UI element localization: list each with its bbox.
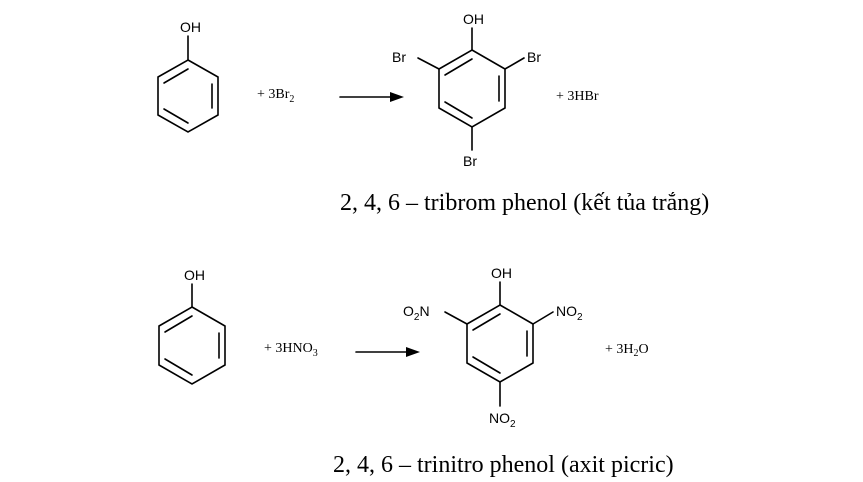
oh-label: OH xyxy=(463,11,484,27)
br-label-bottom: Br xyxy=(463,153,477,169)
o-subscript: 2 xyxy=(414,312,420,323)
no-atoms: NO xyxy=(556,303,577,319)
phenol-reactant-1: OH xyxy=(157,19,219,133)
reagent-subscript: 3 xyxy=(313,348,318,359)
oh-label: OH xyxy=(491,265,512,281)
benzene-ring xyxy=(438,49,506,128)
oh-label: OH xyxy=(184,267,205,283)
c-no2-bond-left xyxy=(444,311,468,325)
reaction-arrow-1 xyxy=(339,92,404,102)
no2-subscript: 2 xyxy=(577,312,583,323)
reaction-arrow-2 xyxy=(355,347,420,357)
ring-inner-bond xyxy=(472,313,501,331)
br-label-right: Br xyxy=(527,49,541,65)
caption-2: 2, 4, 6 – trinitro phenol (axit picric) xyxy=(333,452,674,478)
oh-label: OH xyxy=(180,19,201,35)
ring-inner-bond xyxy=(472,356,501,374)
o-atom: O xyxy=(403,303,414,319)
byproduct-prefix: + 3H xyxy=(605,342,634,357)
ring-inner-bond xyxy=(163,68,189,84)
byproduct-subscript: 2 xyxy=(634,348,639,359)
reaction-2: OH + 3HNO3 OH O2N NO2 NO2 + 3H2O 2, xyxy=(158,265,674,478)
br-label-left: Br xyxy=(392,49,406,65)
byproduct-suffix: O xyxy=(639,342,649,357)
benzene-ring xyxy=(157,59,219,133)
caption-1: 2, 4, 6 – tribrom phenol (kết tủa trắng) xyxy=(340,190,709,216)
no2-label-right: NO2 xyxy=(556,303,583,323)
phenol-reactant-2: OH xyxy=(158,267,226,385)
c-br-bond-left xyxy=(417,57,440,70)
no2-label-left: O2N xyxy=(403,303,430,323)
benzene-ring xyxy=(158,306,226,385)
byproduct-h2o: + 3H2O xyxy=(605,342,649,359)
ring-inner-bond xyxy=(164,315,193,333)
byproduct-hbr: + 3HBr xyxy=(556,89,599,104)
c-br-bond-right xyxy=(504,57,525,70)
no2-label-bottom: NO2 xyxy=(489,410,516,430)
reagent-br2: + 3Br2 xyxy=(257,87,294,105)
ring-inner-bond xyxy=(164,358,193,376)
reagent-subscript: 2 xyxy=(289,94,294,105)
ring-inner-bond xyxy=(163,108,189,124)
tribromophenol-product: OH Br Br Br xyxy=(392,11,541,169)
no2-subscript: 2 xyxy=(510,419,516,430)
no-atoms: NO xyxy=(489,410,510,426)
ring-inner-bond xyxy=(444,58,473,76)
reaction-1: OH + 3Br2 OH Br Br Br + 3HBr 2, 4, 6 – xyxy=(157,11,709,216)
reagent-prefix: + 3HNO xyxy=(264,341,313,356)
benzene-ring xyxy=(466,304,534,383)
reagent-hno3: + 3HNO3 xyxy=(264,341,318,359)
n-atom: N xyxy=(419,303,429,319)
trinitrophenol-product: OH O2N NO2 NO2 xyxy=(403,265,583,430)
reagent-prefix: + 3Br xyxy=(257,87,290,102)
ring-inner-bond xyxy=(444,101,473,119)
c-no2-bond-right xyxy=(532,311,554,325)
